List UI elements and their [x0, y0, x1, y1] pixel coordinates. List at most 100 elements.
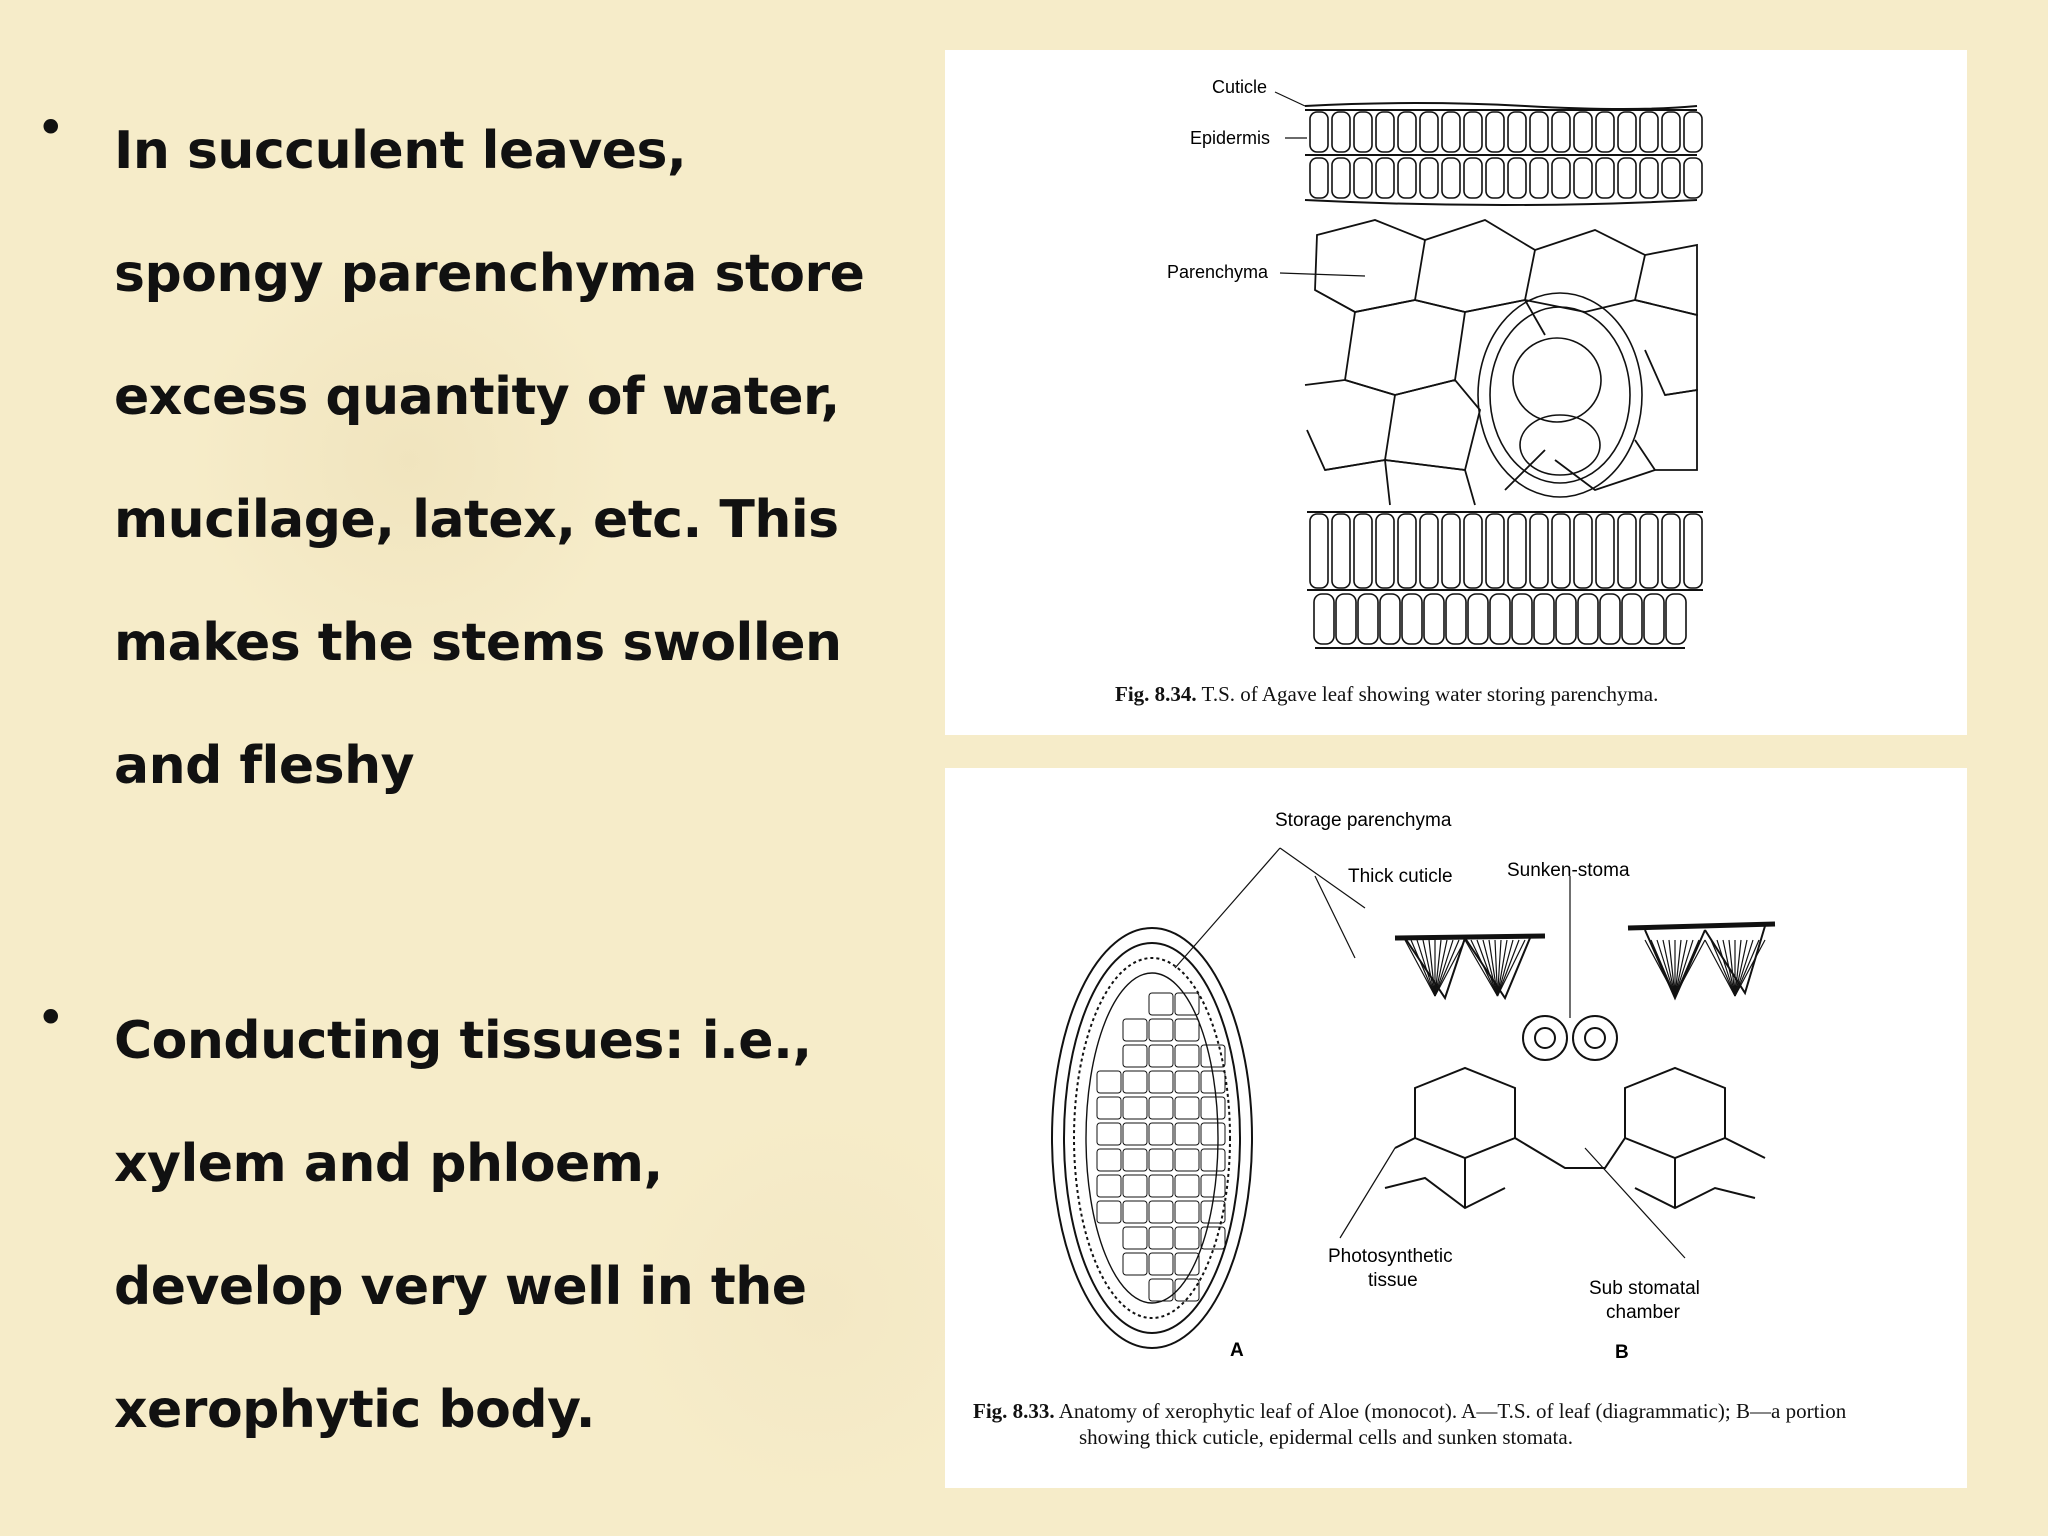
caption-number: Fig. 8.34. [1115, 682, 1197, 706]
caption-line-1: Anatomy of xerophytic leaf of Aloe (mono… [1058, 1399, 1847, 1423]
storage-cell [1096, 1122, 1122, 1146]
hypodermis-cell [1441, 157, 1461, 199]
hatch-line [1410, 939, 1436, 997]
hatch-line [1494, 939, 1499, 997]
label-sunken-stoma: Sunken-stoma [1507, 860, 1630, 881]
hatch-line [1434, 939, 1448, 997]
storage-cell [1148, 1122, 1174, 1146]
hypodermis-cell [1331, 157, 1351, 199]
storage-cell [1148, 1278, 1174, 1302]
lower-epidermis-cell [1573, 513, 1593, 589]
figure-agave-leaf: Cuticle Epidermis Parenchyma Fig. 8.34. … [945, 50, 1967, 735]
lower-epidermis-cell [1529, 513, 1549, 589]
storage-cell [1174, 1200, 1200, 1224]
hypodermis-cell [1397, 157, 1417, 199]
storage-cell [1148, 1148, 1174, 1172]
hatch-line [1722, 939, 1736, 997]
hatch-line [1650, 939, 1676, 997]
label-parenchyma: Parenchyma [1167, 262, 1269, 282]
storage-cell [1122, 1174, 1148, 1198]
lower-epidermis-cell [1441, 513, 1461, 589]
hypodermis-cell [1507, 157, 1527, 199]
parenchyma-pointer [1279, 272, 1366, 277]
lower-cell [1379, 593, 1401, 645]
hatch-line [1674, 939, 1700, 997]
storage-cell [1174, 1122, 1200, 1146]
storage-cell [1174, 1096, 1200, 1120]
storage-cell [1174, 1226, 1200, 1250]
upper-epidermis [1304, 109, 1698, 206]
hatch-line [1728, 939, 1736, 997]
hypodermis-cell [1595, 157, 1615, 199]
storage-cell [1096, 1174, 1122, 1198]
storage-cell [1200, 1122, 1226, 1146]
cuticle-hatching [1404, 939, 1766, 997]
lower-epidermis-cell [1683, 513, 1703, 589]
agave-leaf-diagram: Cuticle Epidermis Parenchyma [1167, 77, 1703, 649]
hatch-line [1710, 939, 1736, 997]
hatch-line [1464, 939, 1499, 997]
epidermis-cell [1419, 111, 1439, 153]
lower-cell [1423, 593, 1445, 645]
storage-cell [1200, 1096, 1226, 1120]
hatch-line [1422, 939, 1436, 997]
storage-cell [1122, 1200, 1148, 1224]
storage-cell [1174, 1252, 1200, 1276]
storage-cell [1122, 1252, 1148, 1276]
hypodermis-cell [1485, 157, 1505, 199]
hatch-line [1668, 939, 1676, 997]
storage-cell [1122, 1148, 1148, 1172]
hatch-line [1434, 939, 1460, 997]
aloe-leaf-diagram: Storage parenchyma Thick cuticle Sunken-… [1051, 810, 1776, 1363]
lower-cell [1357, 593, 1379, 645]
hatch-line [1496, 939, 1520, 997]
epidermis-cell [1397, 111, 1417, 153]
hatch-line [1496, 939, 1526, 997]
hatch-line [1496, 939, 1514, 997]
storage-cell [1122, 1070, 1148, 1094]
guard-cell-left [1522, 1015, 1568, 1061]
guard-cell-right [1572, 1015, 1618, 1061]
label-storage-parenchyma: Storage parenchyma [1275, 810, 1452, 831]
bullet-dot: • [36, 99, 66, 157]
panel-a-leaf-section [1051, 927, 1253, 1349]
hatch-line [1656, 939, 1676, 997]
hatch-line [1434, 939, 1466, 997]
storage-cell [1148, 1018, 1174, 1042]
lower-cell [1467, 593, 1489, 645]
hatch-line [1734, 939, 1760, 997]
storage-cell [1148, 1252, 1174, 1276]
hypodermis-cell [1639, 157, 1659, 199]
lower-cell [1445, 593, 1467, 645]
hatch-line [1476, 939, 1499, 997]
storage-cell [1200, 1148, 1226, 1172]
lower-cell [1489, 593, 1511, 645]
lower-epidermis-cell [1595, 513, 1615, 589]
caption-line-2: showing thick cuticle, epidermal cells a… [1079, 1425, 1573, 1449]
vascular-bundle [1477, 292, 1643, 498]
lower-epidermis-cell [1639, 513, 1659, 589]
lower-epidermis-cell [1507, 513, 1527, 589]
hatch-line [1434, 939, 1454, 997]
lower-cell [1313, 593, 1335, 645]
storage-cell [1148, 1174, 1174, 1198]
epidermis-cell [1617, 111, 1637, 153]
lower-epidermis-cell [1331, 513, 1351, 589]
epidermis-cell [1551, 111, 1571, 153]
epidermis-cell [1353, 111, 1373, 153]
storage-cell [1122, 1122, 1148, 1146]
panel-b-epidermis [1384, 921, 1776, 1210]
hypodermis-cell [1661, 157, 1681, 199]
epidermis-cell [1683, 111, 1703, 153]
label-photosynthetic: Photosynthetic [1328, 1246, 1453, 1267]
storage-cell [1174, 1018, 1200, 1042]
lower-epidermis-cell [1617, 513, 1637, 589]
hatch-line [1488, 939, 1499, 997]
lower-cell [1665, 593, 1687, 645]
storage-cell [1122, 1096, 1148, 1120]
epidermis-cell [1309, 111, 1329, 153]
hatch-line [1734, 939, 1766, 997]
hatch-line [1496, 939, 1508, 997]
lower-cell [1401, 593, 1423, 645]
lower-cell [1335, 593, 1357, 645]
